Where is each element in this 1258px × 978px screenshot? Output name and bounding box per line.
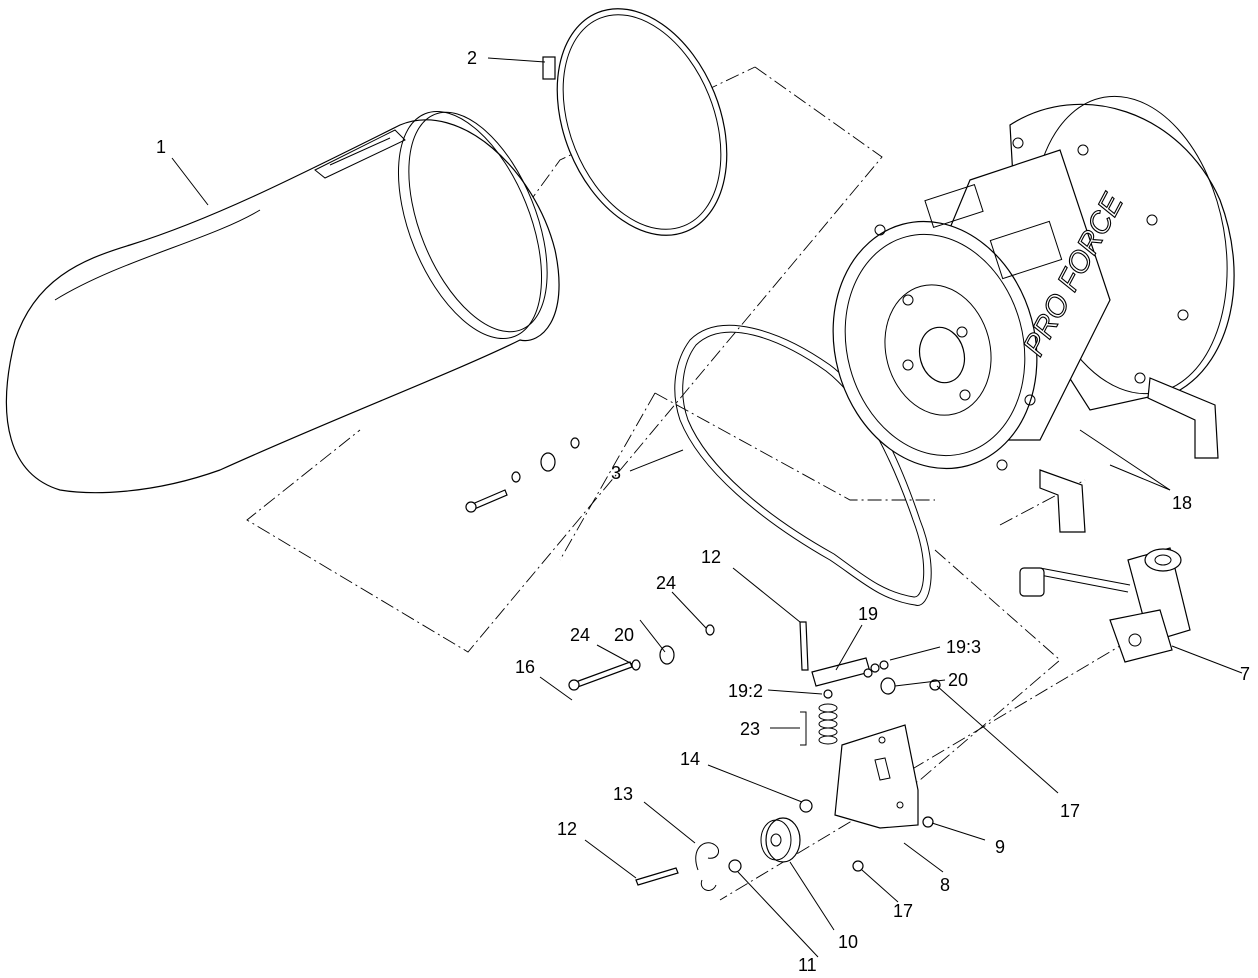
discharge-tube — [5, 110, 560, 494]
callout-16: 16 — [515, 657, 535, 677]
nut-17-lower — [852, 860, 864, 872]
callout-17-lower: 17 — [893, 901, 913, 921]
spring-clip-13 — [695, 842, 719, 891]
callout-1: 1 — [156, 137, 166, 157]
callouts: 1 2 3 7 8 9 10 11 12 12 13 14 16 17 17 1… — [156, 48, 1250, 975]
washers — [511, 437, 896, 695]
callout-12-lower: 12 — [557, 819, 577, 839]
callout-3: 3 — [611, 463, 621, 483]
callout-9: 9 — [995, 837, 1005, 857]
idler-bracket-8 — [834, 724, 919, 829]
callout-19: 19 — [858, 604, 878, 624]
callout-20-left: 20 — [614, 625, 634, 645]
callout-23: 23 — [740, 719, 760, 739]
bolt-9 — [922, 816, 934, 828]
callout-24-left: 24 — [570, 625, 590, 645]
nut-11 — [728, 859, 742, 873]
callout-19-3: 19:3 — [946, 637, 981, 657]
spring-23 — [818, 703, 838, 745]
bracket-19 — [811, 657, 889, 699]
clamp-ring — [542, 8, 728, 236]
callout-18: 18 — [1172, 493, 1192, 513]
motor-assembly — [1019, 547, 1191, 663]
callout-20-right: 20 — [948, 670, 968, 690]
callout-2: 2 — [467, 48, 477, 68]
callout-11: 11 — [798, 955, 817, 975]
bolt-upper — [465, 489, 508, 513]
callout-14: 14 — [680, 749, 700, 769]
leader-lines — [171, 57, 1243, 958]
callout-17-right: 17 — [1060, 801, 1080, 821]
blower-housing: PRO FORCE — [832, 95, 1235, 533]
drive-belt — [674, 324, 932, 606]
nut-17-upper — [929, 679, 941, 691]
bolt-16 — [568, 661, 633, 691]
callout-19-2: 19:2 — [728, 681, 763, 701]
callout-7: 7 — [1240, 664, 1250, 684]
bolt-14 — [799, 799, 813, 813]
pin-12-upper — [799, 621, 809, 671]
callout-13: 13 — [613, 784, 633, 804]
callout-24-right: 24 — [656, 573, 676, 593]
callout-8: 8 — [940, 875, 950, 895]
pin-12-lower — [635, 867, 679, 886]
callout-10: 10 — [838, 932, 858, 952]
idler-pulley-10 — [760, 817, 801, 863]
callout-12-upper: 12 — [701, 547, 721, 567]
